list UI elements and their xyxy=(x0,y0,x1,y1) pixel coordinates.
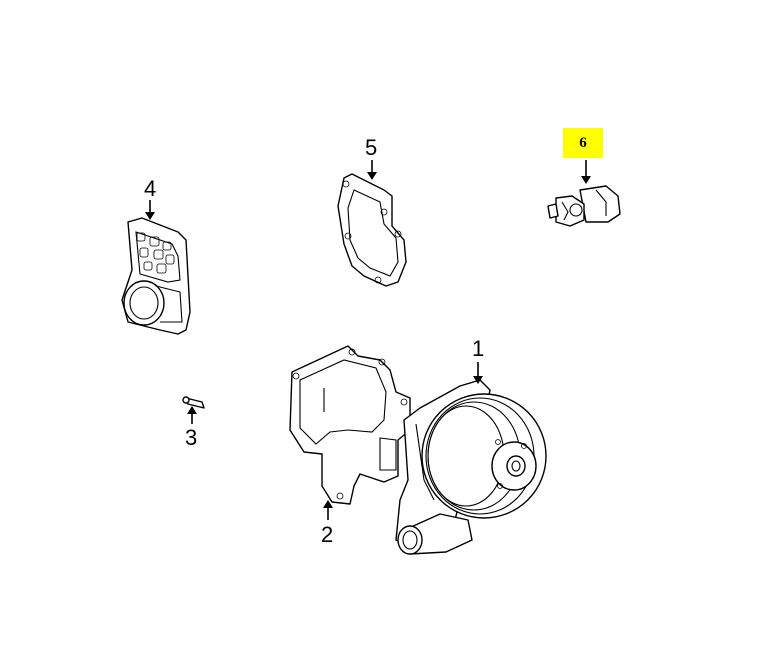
callout-arrow-1 xyxy=(473,362,483,384)
callout-label-3[interactable]: 3 xyxy=(185,425,198,450)
callout-label-1[interactable]: 1 xyxy=(472,336,485,361)
part-6-thermostat[interactable] xyxy=(547,185,621,227)
part-1-water-pump[interactable] xyxy=(395,379,547,555)
part-2-pump-gasket[interactable] xyxy=(289,345,411,505)
callout-arrow-2 xyxy=(323,500,333,520)
callout-label-5[interactable]: 5 xyxy=(365,135,378,160)
callout-label-2[interactable]: 2 xyxy=(321,522,334,547)
callout-arrow-4 xyxy=(145,200,155,220)
callout-arrow-5 xyxy=(367,160,377,180)
part-3-dowel-pin[interactable] xyxy=(182,396,205,409)
callout-arrow-6 xyxy=(581,160,591,184)
callout-label-4[interactable]: 4 xyxy=(144,176,157,201)
part-4-outlet-housing[interactable] xyxy=(121,217,191,335)
part-5-gasket[interactable] xyxy=(337,173,407,287)
callout-label-6-highlighted[interactable]: 6 xyxy=(563,128,603,158)
callout-arrow-3 xyxy=(187,406,197,424)
